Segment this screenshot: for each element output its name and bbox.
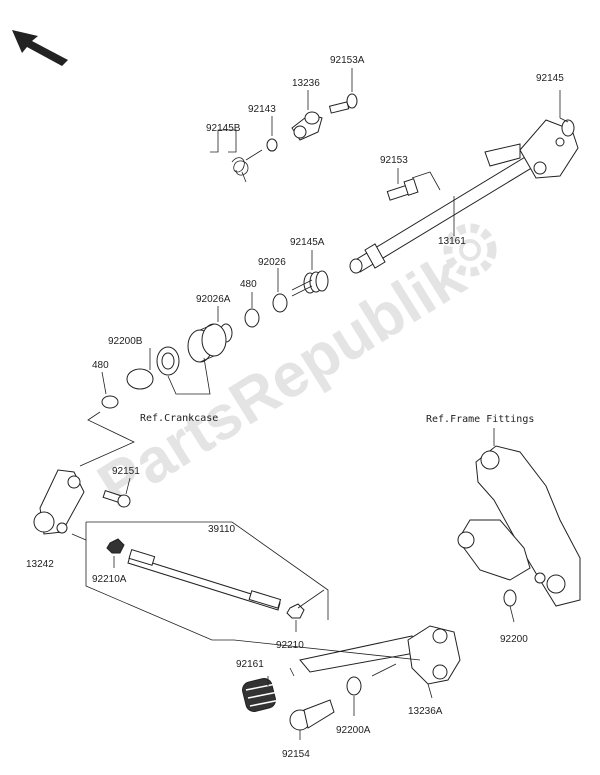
bolt-92153 (386, 178, 419, 201)
ring-480-upper (244, 308, 260, 328)
spring-92145A (291, 270, 329, 297)
label-92161: 92161 (236, 659, 264, 670)
label-92026: 92026 (258, 257, 286, 268)
label-480-upper: 480 (240, 279, 257, 290)
spring-92145B (231, 149, 263, 183)
ring-480-lower (101, 395, 119, 409)
label-92151: 92151 (112, 466, 140, 477)
rubber-92161 (242, 678, 281, 712)
bolt-92154 (289, 699, 335, 731)
label-92145A: 92145A (290, 237, 325, 248)
leader-lines (71, 68, 569, 740)
gear-icon (443, 223, 497, 277)
label-13236A: 13236A (408, 706, 443, 717)
needle-bearing (187, 323, 227, 363)
pedal-13236A (299, 625, 461, 685)
label-92145: 92145 (536, 73, 564, 84)
label-92153: 92153 (380, 155, 408, 166)
label-92200B: 92200B (108, 336, 143, 347)
arrow-up-left-icon (12, 30, 68, 66)
lever-13242 (33, 469, 85, 535)
frame-fitting (457, 445, 581, 607)
label-13242: 13242 (26, 559, 54, 570)
nut-92210 (286, 603, 305, 619)
label-92210: 92210 (276, 640, 304, 651)
washer-92200 (503, 589, 517, 607)
label-480-lower: 480 (92, 360, 109, 371)
oil-seal (156, 346, 180, 376)
ref-frame-fittings: Ref.Frame Fittings (426, 414, 534, 425)
label-92154: 92154 (282, 749, 310, 760)
nut-92210A (106, 538, 125, 554)
label-92200: 92200 (500, 634, 528, 645)
label-92210A: 92210A (92, 574, 127, 585)
label-92145B: 92145B (206, 123, 241, 134)
part-labels: 92153A 13236 92143 92145B 92145 92153 13… (26, 55, 564, 760)
label-92153A: 92153A (330, 55, 365, 66)
tie-rod-39110 (127, 549, 282, 611)
washer-92200B (126, 368, 154, 390)
washer-92026 (272, 293, 288, 313)
bolt-92153A (328, 93, 358, 114)
bolt-92151 (102, 490, 131, 508)
washer-92200A (346, 676, 362, 696)
label-13236: 13236 (292, 78, 320, 89)
clip-92145 (561, 119, 575, 137)
washer-92143 (266, 138, 278, 152)
label-92026A: 92026A (196, 294, 231, 305)
label-39110: 39110 (208, 524, 236, 535)
shift-shaft (349, 119, 579, 274)
ref-crankcase: Ref.Crankcase (140, 413, 218, 424)
label-92143: 92143 (248, 104, 276, 115)
label-92200A: 92200A (336, 725, 371, 736)
label-13161: 13161 (438, 236, 466, 247)
arm-13236 (291, 111, 323, 141)
